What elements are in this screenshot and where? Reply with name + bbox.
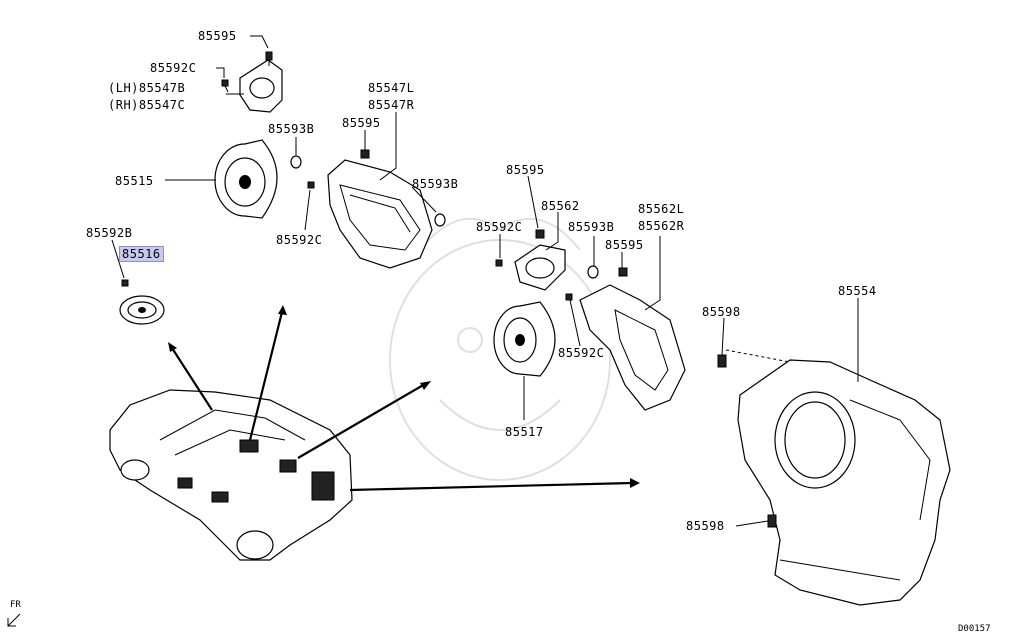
bolt-85598-b: [767, 514, 777, 528]
label-85562r[interactable]: 85562R: [638, 219, 685, 233]
screw-85592c-d: [565, 293, 573, 301]
label-85517[interactable]: 85517: [505, 425, 544, 439]
bracket-85562l: [579, 284, 686, 411]
bolt-85598-a: [717, 354, 727, 368]
screw-85592c-a: [221, 79, 229, 93]
label-85562l[interactable]: 85562L: [638, 202, 685, 216]
screw-85592c-c: [495, 259, 503, 267]
label-85592c-c[interactable]: 85592C: [476, 220, 523, 234]
label-85554[interactable]: 85554: [838, 284, 877, 298]
screw-85595-d: [618, 267, 628, 277]
callout-arrows: [168, 305, 640, 492]
label-85593b-c[interactable]: 85593B: [568, 220, 615, 234]
label-85547b[interactable]: (LH)85547B: [108, 81, 186, 95]
label-85595-b[interactable]: 85595: [342, 116, 381, 130]
grommet-85593b-b: [434, 213, 446, 227]
grommet-85593b-c: [587, 265, 599, 279]
label-85547l[interactable]: 85547L: [368, 81, 415, 95]
label-85598-a[interactable]: 85598: [702, 305, 741, 319]
label-85592c-d[interactable]: 85592C: [558, 346, 605, 360]
bracket-85547l: [327, 159, 433, 269]
tweeter-85516: [119, 295, 165, 325]
leader-lines: [111, 35, 859, 527]
front-label: FR: [10, 600, 21, 610]
label-85516[interactable]: 85516: [119, 246, 164, 262]
label-85547r[interactable]: 85547R: [368, 98, 415, 112]
bracket-85547b: [239, 59, 283, 113]
label-85592c-b[interactable]: 85592C: [276, 233, 323, 247]
vehicle-outline: [109, 389, 353, 561]
label-85595-a[interactable]: 85595: [198, 29, 237, 43]
screw-85595-a: [265, 51, 273, 66]
label-85515[interactable]: 85515: [115, 174, 154, 188]
screw-85592b: [121, 279, 129, 287]
grommet-85593b-a: [290, 155, 302, 169]
front-direction-icon: [7, 613, 21, 627]
label-85592b[interactable]: 85592B: [86, 226, 133, 240]
subwoofer-box-85554: [737, 359, 951, 606]
bracket-85562: [514, 244, 566, 291]
label-85547c[interactable]: (RH)85547C: [108, 98, 186, 112]
screw-85592c-b: [307, 181, 315, 189]
label-85595-d[interactable]: 85595: [605, 238, 644, 252]
diagram-code: D00157: [958, 624, 991, 634]
label-85593b-b[interactable]: 85593B: [412, 177, 459, 191]
label-85562[interactable]: 85562: [541, 199, 580, 213]
label-85592c-a[interactable]: 85592C: [150, 61, 197, 75]
label-85595-c[interactable]: 85595: [506, 163, 545, 177]
screw-85595-c: [535, 229, 545, 239]
label-85593b-a[interactable]: 85593B: [268, 122, 315, 136]
label-85598-b[interactable]: 85598: [686, 519, 725, 533]
screw-85595-b: [360, 149, 370, 159]
speaker-85515: [214, 139, 278, 219]
speaker-85517: [493, 301, 556, 377]
